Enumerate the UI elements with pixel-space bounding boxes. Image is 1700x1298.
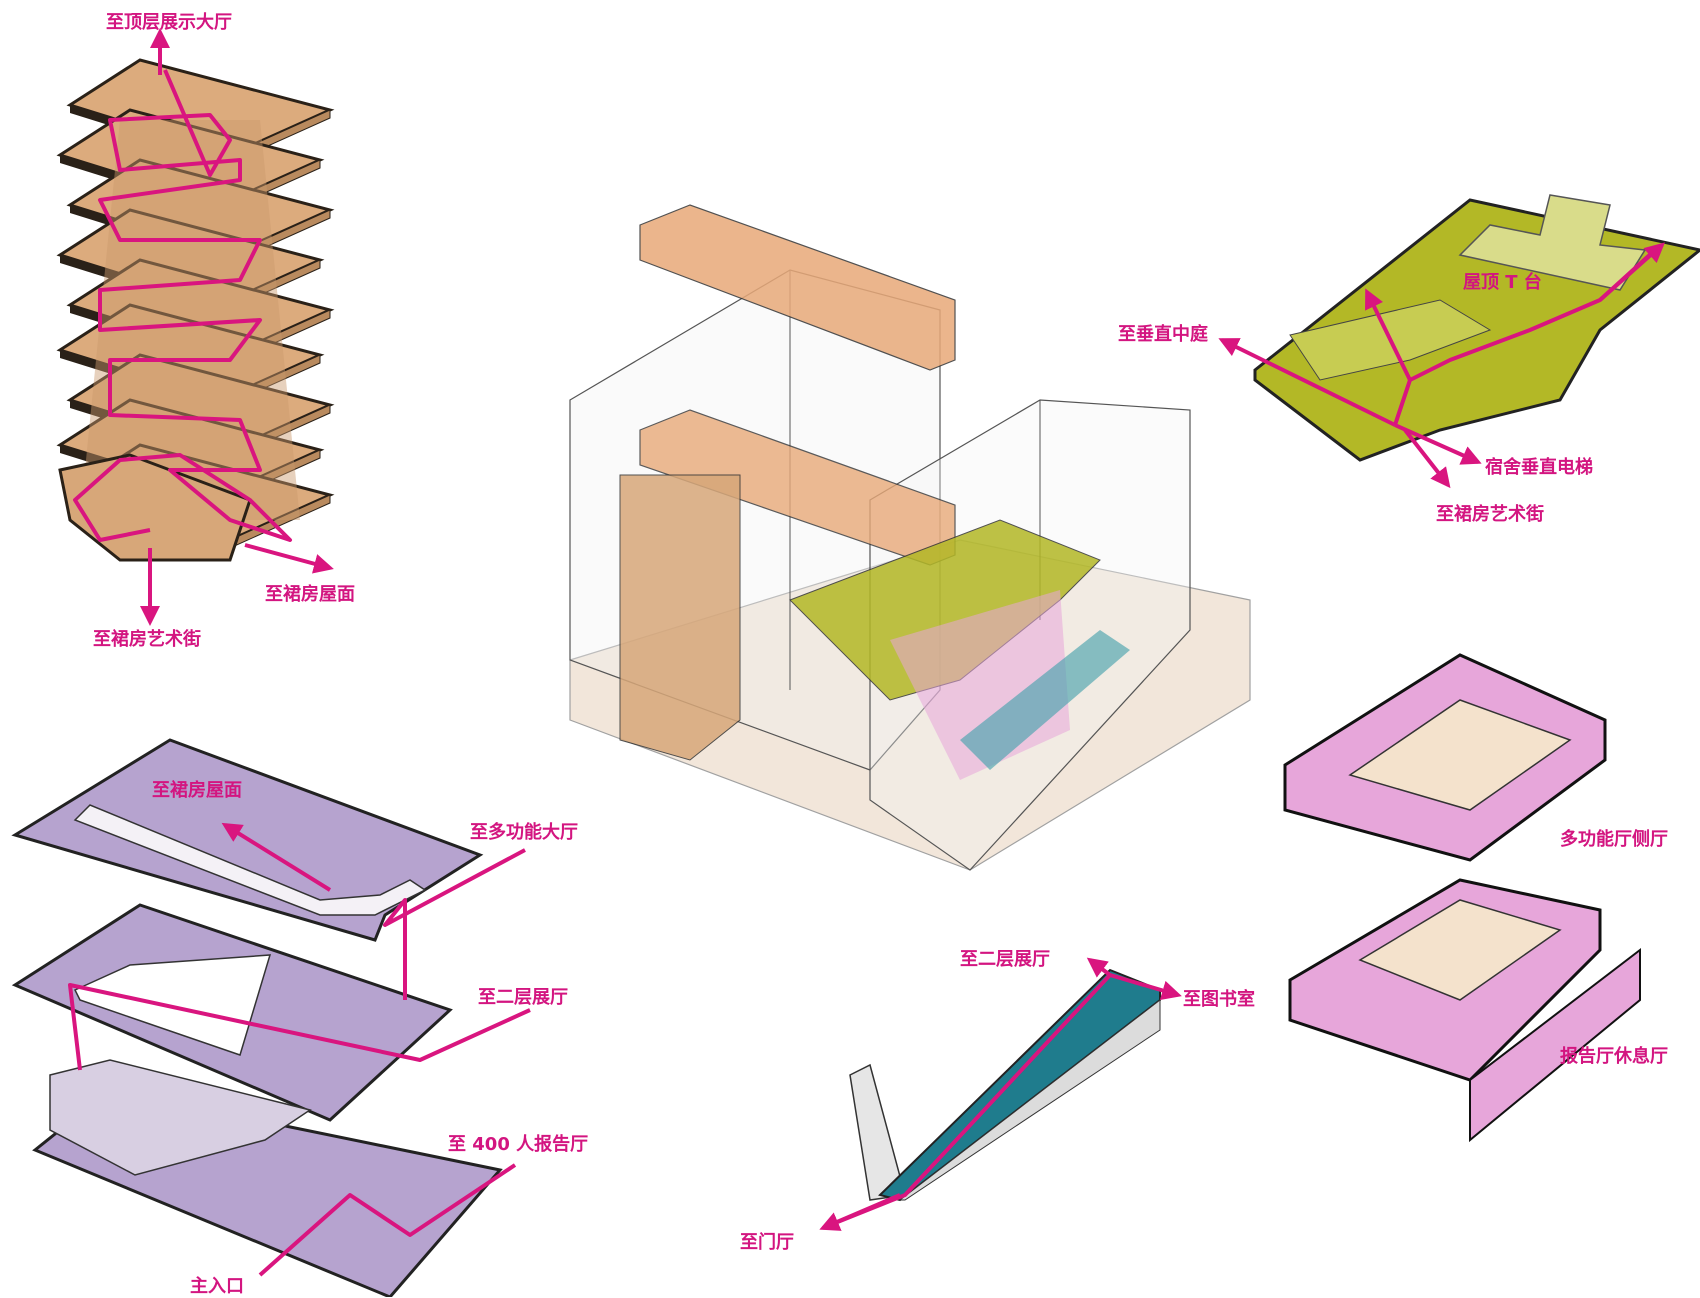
inner-teal-ramp — [960, 630, 1130, 770]
tower-arrow-roof — [244, 543, 334, 574]
label-podium-roof: 至裙房屋面 — [152, 780, 242, 801]
label-lecture-lounge: 报告厅休息厅 — [1560, 1046, 1668, 1067]
lower-hall-seating — [1358, 899, 1562, 1001]
ramp-arrow-library — [1109, 973, 1182, 1001]
label-second-floor-hall: 至二层展厅 — [478, 987, 568, 1008]
ramp-side-wall — [898, 998, 1161, 1201]
label-multi-hall: 至多功能大厅 — [470, 822, 578, 843]
lower-hall-side-wall — [1469, 947, 1641, 1143]
label-ramp-library: 至图书室 — [1183, 989, 1255, 1010]
roof-arrow-top — [1598, 242, 1665, 302]
label-roof-atrium: 至垂直中庭 — [1118, 324, 1208, 345]
label-tower-top: 至顶层展示大厅 — [106, 12, 232, 33]
label-roof-stage: 屋顶 T 台 — [1463, 272, 1542, 293]
podium-arrow-roof — [221, 822, 332, 892]
ramp-arrow-lobby — [819, 1193, 901, 1231]
ramp-slope — [878, 968, 1161, 1202]
tower-stair-core — [80, 120, 300, 520]
ramp-model — [819, 957, 1182, 1231]
roof-t-stage — [1458, 194, 1647, 291]
roof-arrow-art-street — [1403, 428, 1451, 489]
label-main-entrance: 主入口 — [190, 1276, 244, 1297]
label-lecture-400: 至 400 人报告厅 — [448, 1134, 589, 1155]
label-ramp-lobby: 至门厅 — [740, 1232, 794, 1253]
roof-stage-model — [1218, 194, 1700, 489]
podium-route-up — [383, 848, 526, 1000]
podium-circulation-route — [258, 1163, 517, 1277]
roof-arrow-elevator — [1394, 423, 1482, 465]
ramp-arrow-second-floor — [1086, 957, 1112, 978]
podium-lecture-seating — [49, 1059, 312, 1176]
stair-tower-model — [56, 28, 335, 626]
label-ramp-second-floor: 至二层展厅 — [960, 949, 1050, 970]
central-building-model — [569, 204, 1251, 871]
label-tower-roof: 至裙房屋面 — [265, 584, 355, 605]
tower-base-stair — [58, 453, 252, 562]
roof-arrow-atrium — [1218, 338, 1396, 427]
top-bridge-volume — [639, 204, 956, 371]
podium-roof-ramp — [73, 804, 427, 916]
podium-layers-model — [11, 738, 531, 1297]
upper-hall-seating — [1348, 699, 1572, 811]
label-tower-art-street: 至裙房艺术街 — [93, 629, 201, 650]
roof-arrow-stage — [1365, 288, 1412, 381]
label-hall-side: 多功能厅侧厅 — [1560, 829, 1668, 850]
hall-boxes-model — [1283, 653, 1641, 1143]
tower-route-loop — [73, 69, 292, 542]
inner-stair-tower — [619, 474, 741, 761]
label-roof-elevator: 宿舍垂直电梯 — [1485, 457, 1593, 478]
podium-route-mid — [68, 983, 531, 1071]
label-roof-art-street: 至裙房艺术街 — [1436, 504, 1544, 525]
